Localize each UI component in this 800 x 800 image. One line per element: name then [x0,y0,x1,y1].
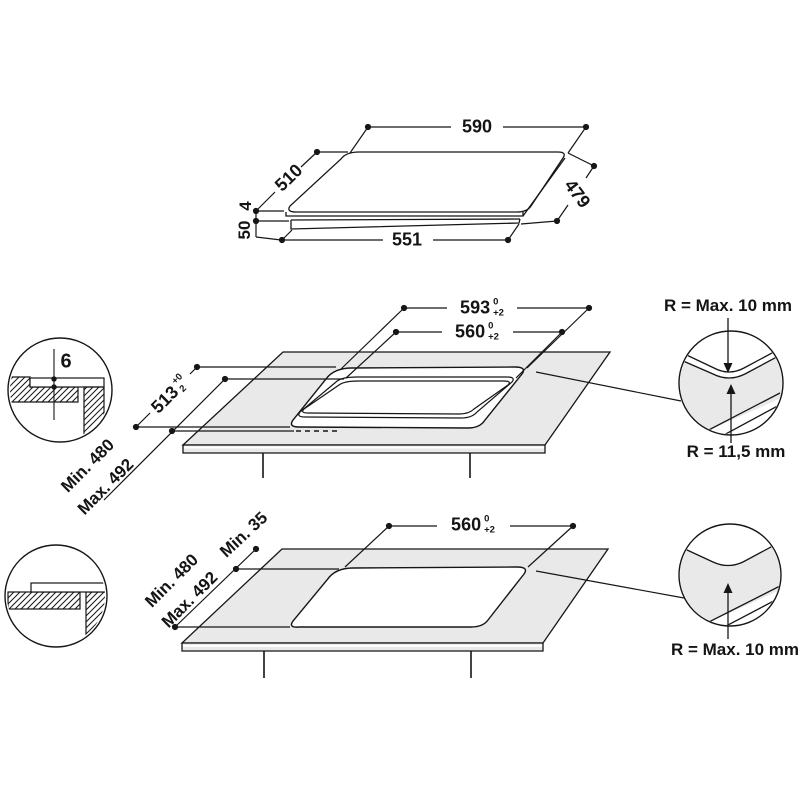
surface-section-detail [4,544,108,648]
tol-top: 0 [488,320,494,332]
dim-560-flush-value: 560 [455,321,486,342]
radius-arrow-surface [723,583,733,639]
surface-section-counter [7,591,81,610]
hob-glass-edge [285,212,524,217]
flush-cutout-inner-a [298,376,514,419]
dim-560-flush-line [345,328,566,379]
dim-50-label: 50 [235,221,255,240]
dim-4-label: 4 [236,201,256,210]
recess-depth-value: 6 [60,350,72,373]
surface-mount-view [4,522,782,678]
dim-4-50-lines [252,207,289,241]
surface-section-hob-plate [30,582,105,593]
flush-counter-legs [262,453,471,478]
surface-counter-front-face [181,642,544,652]
dim-593-tolerance: 0 +2 [493,296,504,319]
flush-corner-edge-outer [680,345,782,373]
flush-corner-front-lines [700,392,782,434]
flush-section-detail [7,337,113,443]
tol-bottom: +2 [493,307,504,318]
dim-479-line [520,152,598,225]
flush-counter-front-face [182,444,546,454]
dim-551-label: 551 [392,230,422,251]
dim-560-flush-label: 560 0 +2 [455,320,499,343]
hob-perspective-view [252,123,598,244]
surface-corner-detail [678,523,782,639]
dim-560-surface-value: 560 [451,514,482,535]
flush-section-hob-plate [29,377,105,388]
surface-counter-legs [263,651,472,678]
dim-551-value: 551 [391,229,423,250]
dim-593-label: 593 0 +2 [460,296,504,319]
dim-593-value: 593 [460,297,491,318]
hob-glass-side-edge [522,157,566,217]
dim-50-value: 50 [235,220,254,240]
dim-593-line [340,304,593,370]
surface-corner-counter [680,540,780,625]
dim-4-value: 4 [236,201,255,211]
dim-560-surface-tolerance: 0 +2 [484,513,495,536]
dim-551-line [278,223,520,244]
hob-base-outline [290,218,521,230]
radius-max10-bottom-label: R = Max. 10 mm [671,640,799,660]
dim-560-surface-label: 560 0 +2 [451,513,495,536]
dim-minmax-flush-line [103,375,344,501]
dim-560-surface-line [344,522,577,568]
radius-11-5-value: R = 11,5 mm [686,442,786,461]
dim-560-flush-tolerance: 0 +2 [488,320,499,343]
tol-bottom: +2 [488,331,499,342]
dim-513-line [132,363,336,431]
flush-mount-view [7,304,784,501]
flush-corner-detail [678,318,784,443]
dim-590-value: 590 [461,116,493,137]
flush-detail-leader [535,371,682,402]
tol-bottom: +2 [484,524,495,535]
flush-corner-counter [680,352,782,434]
flush-cutout-inner-b [302,380,510,415]
radius-max10-top-value: R = Max. 10 mm [663,296,793,315]
dim-minmax-surface-line [171,545,339,631]
dim-590-line [349,123,590,154]
recess-depth-label: 6 [60,351,71,374]
hob-base [290,218,521,221]
surface-detail-leader [535,570,685,599]
dim-590-label: 590 [462,117,492,138]
dim-510-line [255,148,348,212]
hob-top-face [288,151,565,213]
tol-top: 0 [493,296,499,308]
radius-11-5-label: R = 11,5 mm [687,442,786,462]
radius-max10-bottom-value: R = Max. 10 mm [670,640,800,659]
radius-arrows-flush [723,318,736,443]
flush-corner-edge-inner [680,351,782,379]
surface-corner-edge [680,539,780,567]
radius-max10-top-label: R = Max. 10 mm [664,296,792,316]
surface-cutout [290,566,527,628]
tol-top: 0 [484,513,490,525]
